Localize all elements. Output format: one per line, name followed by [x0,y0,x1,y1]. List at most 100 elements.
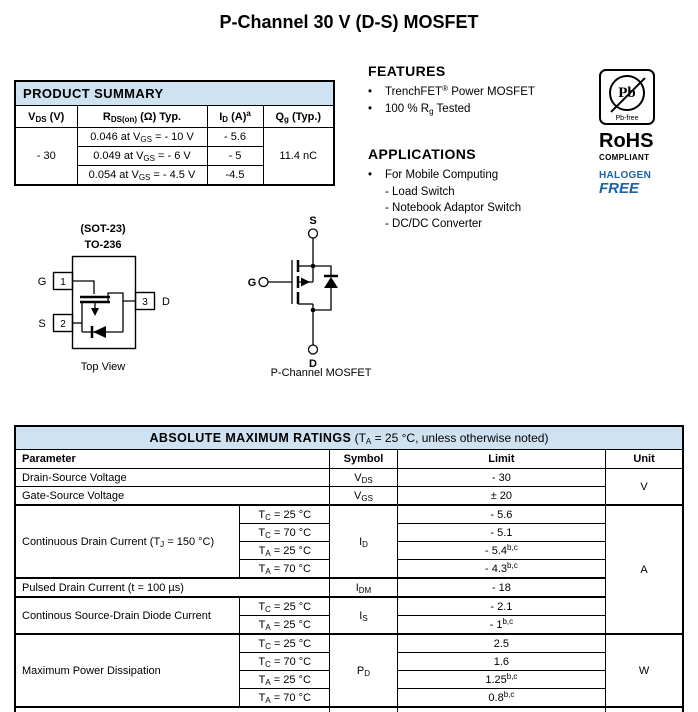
pb-slash [610,77,646,113]
param-cell: Continuous Drain Current (TJ = 150 °C) [14,504,241,579]
condition-cell: TA = 25 °C [239,541,331,560]
ps-col-qg: Qg (Typ.) [262,105,335,128]
application-item: • For Mobile Computing [368,169,593,181]
limit-cell: - 18 [396,577,607,598]
application-subitem: - DC/DC Converter [385,218,483,230]
ps-rdson-value: 0.049 at VGS = - 6 V [76,146,208,166]
application-subitem: - Notebook Adaptor Switch [385,202,522,214]
ps-qg-value: 11.4 nC [262,127,335,186]
unit-cell: W [605,633,684,708]
limit-cell: - 4.3b,c [396,559,607,579]
ps-col-id: ID (A)a [206,105,264,128]
mosfet-schematic: S G D [248,215,338,370]
rohs-label: RoHS [599,130,654,152]
package-diagram: (SOT-23) TO-236 1 2 3 G S D Top View [38,223,170,373]
pin2-number: 2 [60,319,66,330]
feature-item: • 100 % Rg Tested [368,103,593,116]
amr-col-limit: Limit [396,449,607,469]
applications-heading: APPLICATIONS [368,146,476,162]
pb-free-label: Pb-free [615,115,639,122]
limit-cell: - 2.1 [396,596,607,616]
symbol-cell: VGS [329,486,398,506]
param-cell: Operating Junction and Storage Temperatu… [14,706,331,712]
limit-cell: - 1b,c [396,615,607,635]
bullet-icon: • [368,86,373,98]
ps-rdson-value: 0.046 at VGS = - 10 V [76,127,208,147]
condition-cell: TC = 70 °C [239,652,331,671]
condition-cell: TC = 70 °C [239,523,331,542]
drain-label: D [162,296,170,308]
symbol-cell: TJ, Tstg [329,706,398,712]
param-cell: Gate-Source Voltage [14,486,331,506]
schematic-caption: P-Channel MOSFET [270,367,372,379]
schematic-gate-label: G [248,277,257,289]
symbol-cell: ID [329,504,398,579]
compliant-label: COMPLIANT [599,153,650,162]
pin3-number: 3 [142,297,148,308]
condition-cell: TA = 25 °C [239,670,331,689]
bullet-icon: • [368,169,373,181]
feature-text: TrenchFET® Power MOSFET [385,84,535,99]
feature-item: • TrenchFET® Power MOSFET [368,84,593,99]
pb-circle: Pb [609,75,646,113]
pb-free-icon: Pb Pb-free [599,69,655,125]
page-title: P-Channel 30 V (D-S) MOSFET [219,12,479,32]
ps-id-value: - 5 [206,146,264,166]
halogen-label: HALOGEN [599,170,652,181]
schematic-source-label: S [309,215,316,227]
limit-cell: - 5.1 [396,523,607,542]
condition-cell: TC = 25 °C [239,504,331,524]
amr-col-symbol: Symbol [329,449,398,469]
symbol-cell: PD [329,633,398,708]
body-diode-icon [324,277,338,288]
symbol-cell: IS [329,596,398,635]
gate-terminal [258,276,269,288]
package-name-alt: (SOT-23) [80,223,126,235]
unit-cell: A [605,504,684,635]
condition-cell: TA = 70 °C [239,559,331,579]
application-subitem: - Load Switch [385,186,455,198]
condition-cell: TA = 70 °C [239,688,331,708]
source-label: S [38,318,45,330]
pin3-pad [134,291,156,311]
ps-col-rdson: RDS(on) (Ω) Typ. [76,105,208,128]
product-summary-band: PRODUCT SUMMARY [14,80,335,106]
drain-terminal [307,344,319,355]
symbol-cell: VDS [329,468,398,487]
limit-cell: 1.6 [396,652,607,671]
param-cell: Maximum Power Dissipation [14,633,241,708]
limit-cell: 2.5 [396,633,607,653]
feature-text: 100 % Rg Tested [385,103,471,116]
pin1-number: 1 [60,277,66,288]
features-heading: FEATURES [368,63,446,79]
application-subitems: - Load Switch - Notebook Adaptor Switch … [368,186,593,230]
product-summary-table: PRODUCT SUMMARY VDS (V) RDS(on) (Ω) Typ.… [14,80,336,186]
gate-label: G [38,276,47,288]
limit-cell: 1.25b,c [396,670,607,689]
top-view-caption: Top View [81,361,125,373]
source-terminal [307,228,319,239]
unit-cell: °C [605,706,684,712]
ps-id-value: - 5.6 [206,127,264,147]
param-cell: Continous Source-Drain Diode Current [14,596,241,635]
compliance-badges: Pb Pb-free RoHS COMPLIANT HALOGEN FREE [599,69,675,197]
halogen-free-label: FREE [599,180,640,197]
condition-cell: TA = 25 °C [239,615,331,635]
application-text: For Mobile Computing [385,169,499,181]
ps-id-value: -4.5 [206,165,264,186]
unit-cell: V [605,468,684,506]
param-cell: Pulsed Drain Current (t = 100 µs) [14,577,331,598]
amr-col-unit: Unit [605,449,684,469]
absolute-maximum-ratings-table: ABSOLUTE MAXIMUM RATINGS (TA = 25 °C, un… [14,425,684,712]
ps-vds-value: - 30 [14,127,78,186]
condition-cell: TC = 25 °C [239,596,331,616]
amr-col-parameter: Parameter [14,449,331,469]
limit-cell: ± 20 [396,486,607,506]
ps-col-vds: VDS (V) [14,105,78,128]
symbol-cell: IDM [329,577,398,598]
package-name: TO-236 [84,239,121,251]
param-cell: Drain-Source Voltage [14,468,331,487]
amr-band: ABSOLUTE MAXIMUM RATINGS (TA = 25 °C, un… [14,425,684,450]
features-applications-column: FEATURES • TrenchFET® Power MOSFET • 100… [368,63,593,234]
